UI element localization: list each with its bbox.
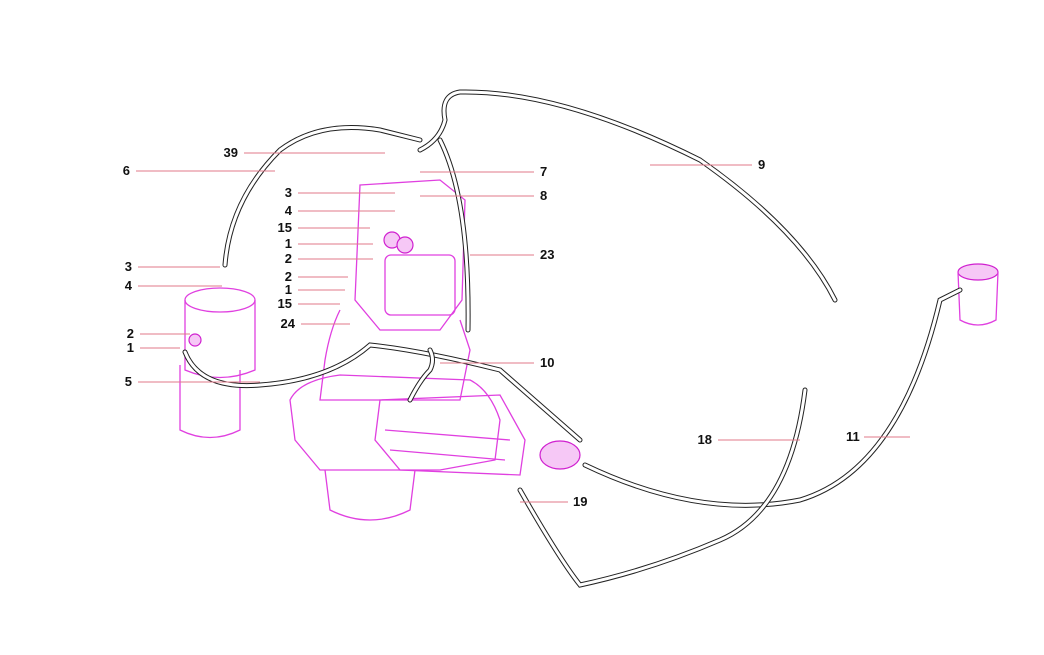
swing-motor bbox=[289, 179, 501, 521]
hose bbox=[183, 343, 582, 442]
callout-label: 4 bbox=[125, 278, 133, 293]
callout-label: 2 bbox=[285, 251, 292, 266]
hose bbox=[582, 287, 963, 508]
callout-label: 5 bbox=[125, 374, 132, 389]
callout-5: 5 bbox=[125, 374, 260, 389]
callout-15: 15 bbox=[278, 296, 340, 311]
hose bbox=[518, 388, 807, 587]
callout-1: 1 bbox=[127, 340, 180, 355]
callout-label: 11 bbox=[846, 429, 860, 444]
hose bbox=[408, 348, 434, 402]
callout-label: 18 bbox=[698, 432, 712, 447]
callout-15: 15 bbox=[278, 220, 370, 235]
callout-label: 24 bbox=[281, 316, 296, 331]
callout-10: 10 bbox=[440, 355, 554, 370]
oil-tank bbox=[957, 263, 999, 326]
callout-label: 1 bbox=[127, 340, 134, 355]
hoses bbox=[182, 89, 963, 588]
callout-label: 6 bbox=[123, 163, 130, 178]
callout-label: 23 bbox=[540, 247, 554, 262]
callout-39: 39 bbox=[224, 145, 385, 160]
callout-label: 2 bbox=[285, 269, 292, 284]
callout-2: 2 bbox=[285, 251, 373, 266]
callout-label: 19 bbox=[573, 494, 587, 509]
hose bbox=[418, 90, 837, 302]
callout-label: 10 bbox=[540, 355, 554, 370]
callout-label: 1 bbox=[285, 236, 292, 251]
callout-8: 8 bbox=[420, 188, 547, 203]
callout-1: 1 bbox=[285, 236, 373, 251]
hose bbox=[182, 342, 583, 443]
callout-23: 23 bbox=[470, 247, 554, 262]
callout-4: 4 bbox=[285, 203, 395, 218]
control-valve bbox=[374, 394, 581, 476]
hose bbox=[583, 288, 962, 507]
callout-label: 8 bbox=[540, 188, 547, 203]
callout-label: 7 bbox=[540, 164, 547, 179]
callout-7: 7 bbox=[420, 164, 547, 179]
callout-19: 19 bbox=[520, 494, 587, 509]
callout-2: 2 bbox=[285, 269, 348, 284]
callout-2: 2 bbox=[127, 326, 190, 341]
callout-4: 4 bbox=[125, 278, 222, 293]
callout-18: 18 bbox=[698, 432, 800, 447]
callout-label: 3 bbox=[285, 185, 292, 200]
callout-9: 9 bbox=[650, 157, 765, 172]
callout-3: 3 bbox=[125, 259, 220, 274]
callout-24: 24 bbox=[281, 316, 350, 331]
callout-11: 11 bbox=[846, 429, 910, 444]
hose bbox=[517, 387, 808, 588]
callout-label: 9 bbox=[758, 157, 765, 172]
callout-label: 3 bbox=[125, 259, 132, 274]
hose bbox=[438, 138, 470, 332]
callout-label: 39 bbox=[224, 145, 238, 160]
callout-label: 2 bbox=[127, 326, 134, 341]
callout-label: 4 bbox=[285, 203, 293, 218]
callout-3: 3 bbox=[285, 185, 395, 200]
hose bbox=[223, 126, 422, 267]
callout-label: 1 bbox=[285, 282, 292, 297]
callout-6: 6 bbox=[123, 163, 275, 178]
callout-label: 15 bbox=[278, 220, 292, 235]
callout-1: 1 bbox=[285, 282, 345, 297]
swivel-joint bbox=[179, 287, 256, 439]
callout-label: 15 bbox=[278, 296, 292, 311]
